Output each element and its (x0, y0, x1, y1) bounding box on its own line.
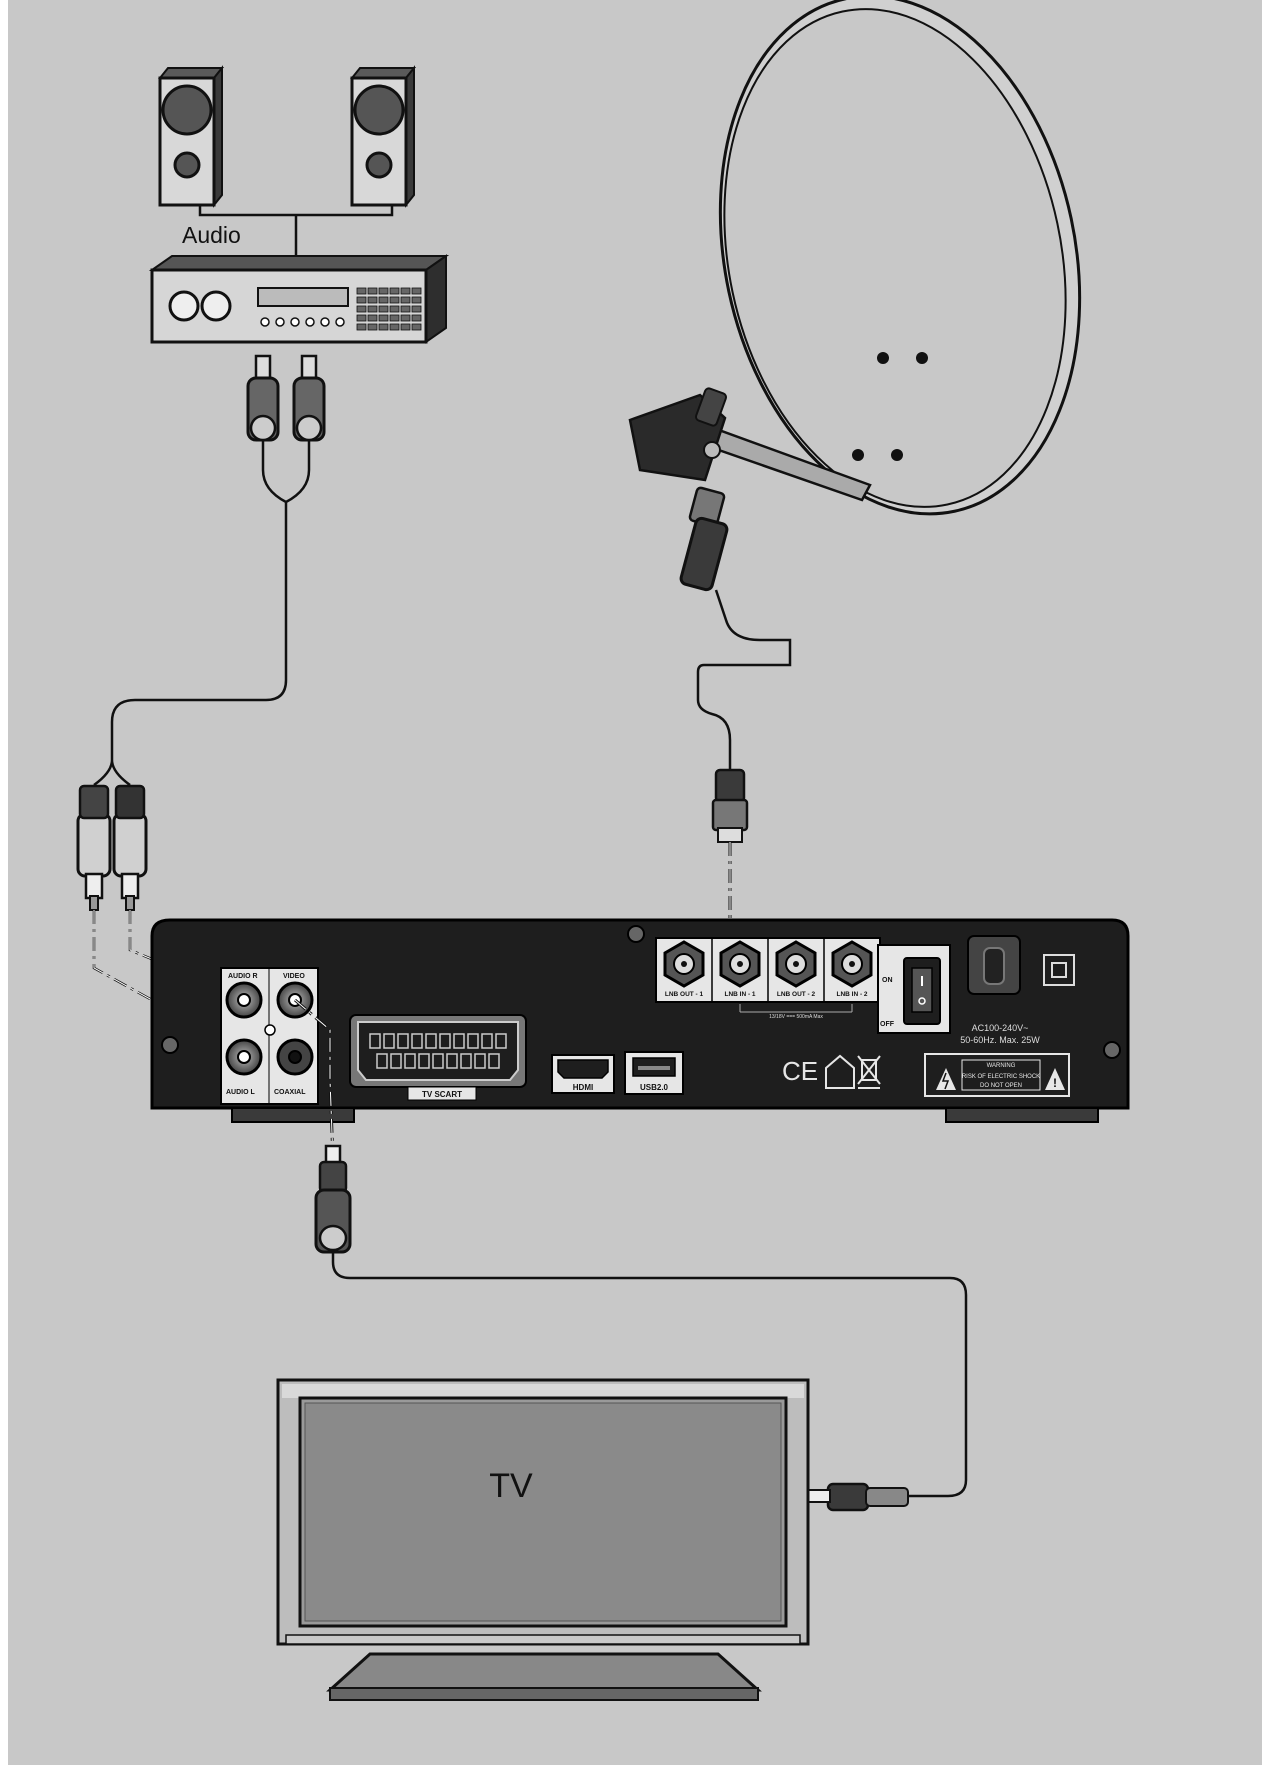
warning-label: ! WARNING RISK OF ELECTRIC SHOCK DO NOT … (924, 1053, 1070, 1097)
power-inlet: AC100-240V~ 50-60Hz. Max. 25W (960, 935, 1075, 1045)
rca-plug-video (314, 1144, 352, 1254)
power-spec-line-2: 50-60Hz. Max. 25W (960, 1035, 1040, 1045)
hdmi-port: HDMI (551, 1054, 615, 1094)
certification-marks: CE (782, 1054, 881, 1089)
f-connector-receiver (711, 768, 749, 843)
lnb-out-1-label: LNB OUT - 1 (665, 991, 704, 998)
lnb-port-panel: LNB OUT - 1 LNB IN - 1 LNB OUT - 2 LNB I… (655, 937, 881, 1020)
rca-plug-amp-right (292, 354, 326, 442)
ce-mark: CE (782, 1056, 818, 1086)
satellite-cable (696, 589, 792, 770)
rca-plug-receiver-right (112, 784, 148, 911)
coaxial-label: COAXIAL (274, 1089, 306, 1096)
audio-label: Audio (182, 222, 241, 248)
f-connector-lnb (679, 486, 729, 592)
audio-l-label: AUDIO L (226, 1089, 256, 1096)
lnb-in-2-label: LNB IN - 2 (836, 991, 867, 998)
speaker-right-icon (349, 65, 417, 208)
audio-r-label: AUDIO R (228, 973, 258, 980)
video-cable (331, 1252, 968, 1498)
audio-cable-split (93, 759, 131, 787)
speaker-wire (198, 205, 394, 258)
tv-scart-port: TV SCART (349, 1014, 527, 1101)
satellite-dish-icon (628, 0, 1082, 516)
electric-shock-icon (941, 1072, 950, 1090)
lnb-in-1-label: LNB IN - 1 (724, 991, 755, 998)
tv-scart-label: TV SCART (422, 1090, 462, 1099)
weee-bin-icon (857, 1055, 881, 1089)
speaker-left-icon (157, 65, 225, 208)
indoor-use-icon (825, 1054, 855, 1089)
tv-icon (276, 1378, 810, 1701)
caution-icon: ! (1053, 1076, 1057, 1090)
switch-on-label: ON (882, 977, 893, 984)
audio-amplifier-icon (148, 254, 450, 344)
video-label: VIDEO (283, 973, 305, 980)
rca-plug-receiver-left (76, 784, 112, 911)
warning-line-2: DO NOT OPEN (980, 1083, 1022, 1089)
lnb-spec-label: 13/18V === 500mA Max (769, 1014, 823, 1020)
tv-label: TV (489, 1467, 533, 1505)
audio-cable (110, 440, 311, 760)
switch-off-label: OFF (880, 1021, 895, 1028)
lnb-out-2-label: LNB OUT - 2 (777, 991, 816, 998)
rca-plug-amp-left (246, 354, 280, 442)
warning-line-1: RISK OF ELECTRIC SHOCK (962, 1074, 1040, 1080)
warning-title: WARNING (987, 1063, 1016, 1069)
usb-label: USB2.0 (640, 1083, 669, 1092)
usb-port: USB2.0 (624, 1051, 684, 1095)
av-jack-panel: AUDIO R VIDEO AUDIO L COAXIAL (220, 967, 319, 1105)
hdmi-label: HDMI (573, 1083, 593, 1092)
power-switch: ON OFF (877, 944, 951, 1034)
power-spec-line-1: AC100-240V~ (972, 1023, 1029, 1033)
